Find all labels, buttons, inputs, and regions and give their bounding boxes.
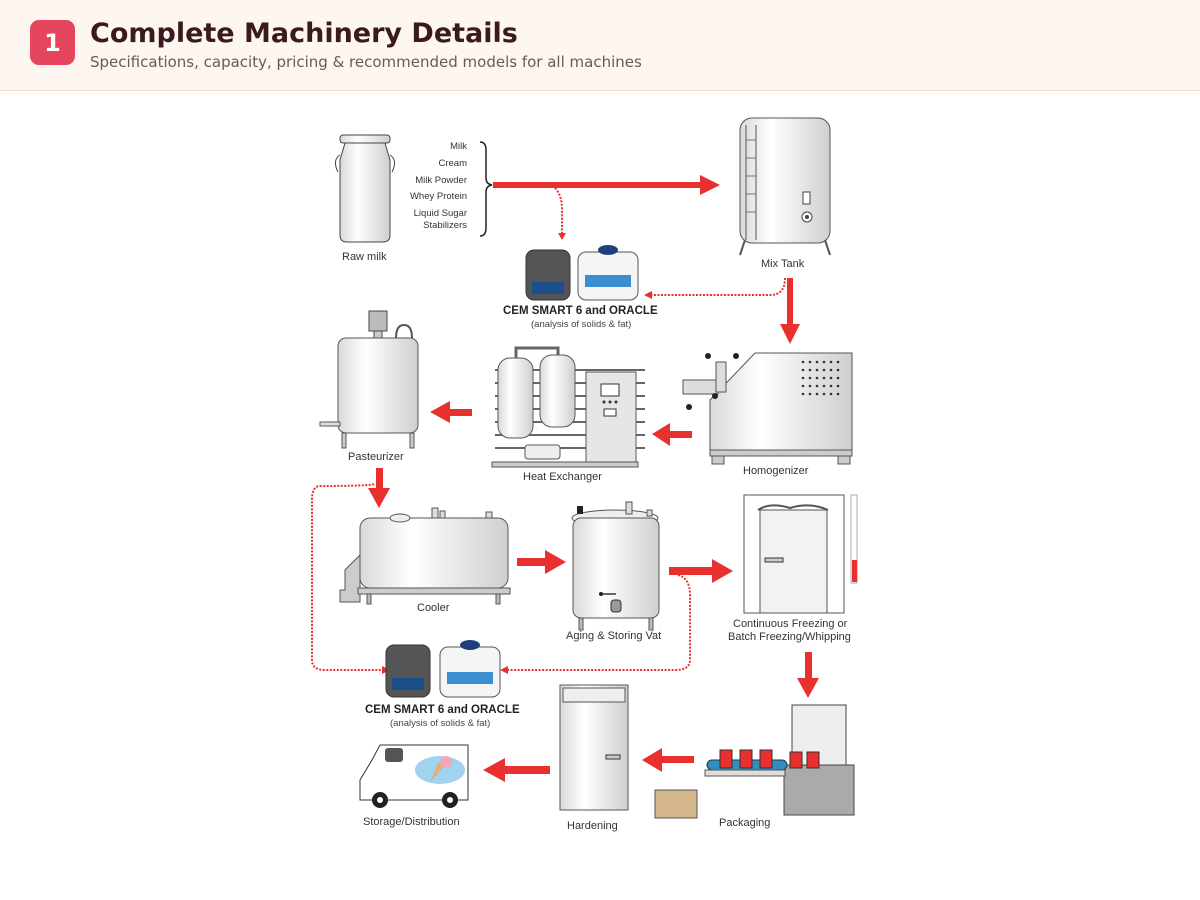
label-aging-vat: Aging & Storing Vat <box>566 630 662 642</box>
analyzer-1-title: CEM SMART 6 and ORACLE <box>503 305 658 317</box>
hardening-icon <box>559 684 629 811</box>
label-heat-exchanger: Heat Exchanger <box>523 471 602 483</box>
label-freezing-2: Batch Freezing/Whipping <box>728 631 851 643</box>
ingredient-stabilizers: Stabilizers <box>423 220 467 231</box>
freezer-icon <box>743 494 858 614</box>
diagram-graphics <box>311 117 858 819</box>
label-mix-tank: Mix Tank <box>761 258 805 270</box>
arrow-to-mix-tank <box>493 175 720 195</box>
ingredient-milk-powder: Milk Powder <box>415 175 467 186</box>
analyzer-2-title: CEM SMART 6 and ORACLE <box>365 704 520 716</box>
label-storage: Storage/Distribution <box>363 816 460 828</box>
ingredient-milk: Milk <box>450 141 467 152</box>
ingredient-brace <box>479 141 493 237</box>
process-flow-diagram: Milk Cream Milk Powder Whey Protein Liqu… <box>300 100 880 850</box>
analyzer-2-subtitle: (analysis of solids & fat) <box>390 718 491 729</box>
label-homogenizer: Homogenizer <box>743 465 809 477</box>
ingredient-cream: Cream <box>438 158 467 169</box>
truck-icon <box>359 744 469 808</box>
mix-tank-icon <box>739 117 831 256</box>
page-title: Complete Machinery Details <box>90 18 518 49</box>
analyzer-1-icon <box>525 245 639 301</box>
label-raw-milk: Raw milk <box>342 251 387 263</box>
raw-milk-can-icon <box>334 134 396 243</box>
label-cooler: Cooler <box>417 602 450 614</box>
page-subtitle: Specifications, capacity, pricing & reco… <box>90 53 642 71</box>
label-pasteurizer: Pasteurizer <box>348 451 404 463</box>
ingredient-liquid-sugar: Liquid Sugar <box>413 208 467 219</box>
ingredient-whey-protein: Whey Protein <box>409 191 467 202</box>
dotted-arrow-to-analyzer-1 <box>554 187 563 235</box>
heat-exchanger-icon <box>491 346 645 468</box>
cooler-icon <box>339 507 511 605</box>
pasteurizer-icon <box>319 310 419 449</box>
page-header: 1 Complete Machinery Details Specificati… <box>0 0 1200 91</box>
aging-vat-icon <box>571 501 660 631</box>
analyzer-1-subtitle: (analysis of solids & fat) <box>531 319 632 330</box>
packaging-icon <box>654 704 855 819</box>
analyzer-2-icon <box>385 640 501 698</box>
label-hardening: Hardening <box>567 820 618 832</box>
label-freezing-1: Continuous Freezing or <box>733 618 848 630</box>
step-badge: 1 <box>30 20 75 65</box>
label-packaging: Packaging <box>719 817 771 829</box>
homogenizer-icon <box>682 352 853 465</box>
